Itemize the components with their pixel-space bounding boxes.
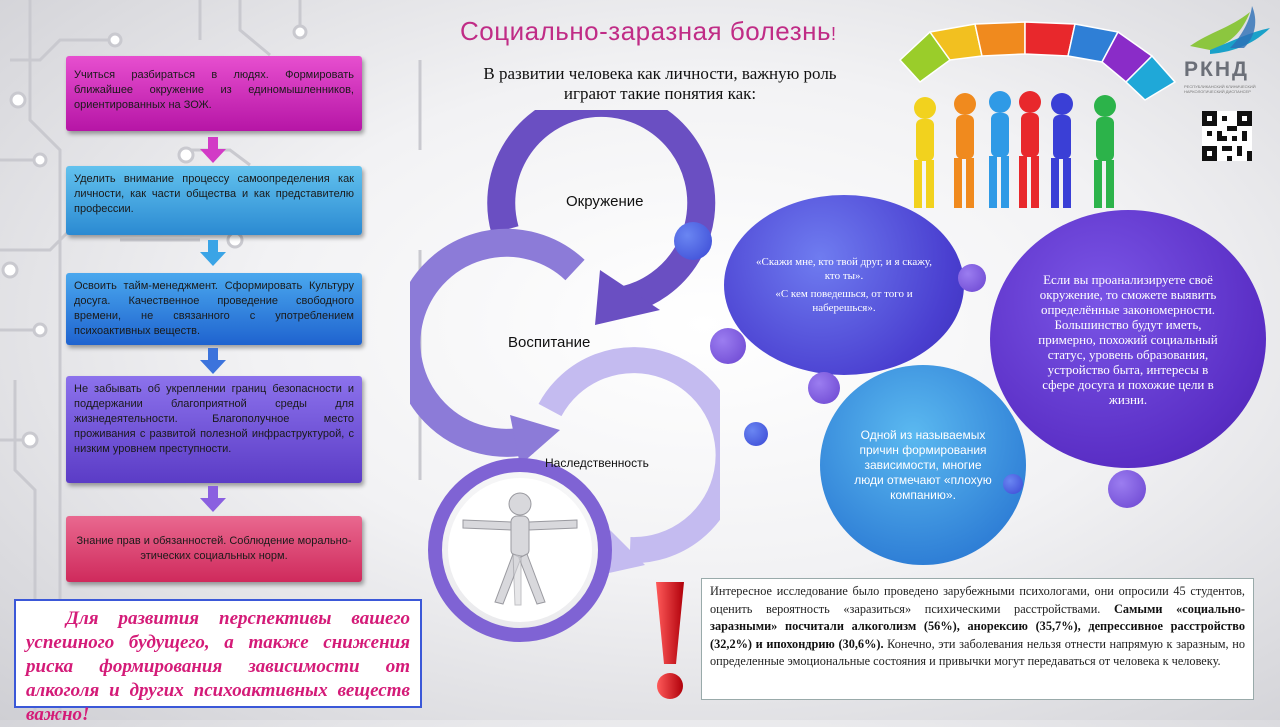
analysis-bubble: Если вы проанализируете своё окружение, …: [990, 210, 1266, 468]
down-arrow-icon: [200, 240, 226, 266]
down-arrow-icon: [200, 137, 226, 163]
quote-friend: «Скажи мне, кто твой друг, и я скажу, кт…: [756, 256, 932, 282]
vitruvian-person-icon: [462, 492, 578, 606]
decor-dot: [1003, 474, 1023, 494]
quote-bubble: «Скажи мне, кто твой друг, и я скажу, кт…: [724, 195, 964, 375]
step-5: Знание прав и обязанностей. Соблюдение м…: [66, 516, 362, 582]
quote-company: «С кем поведешься, от того и наберешься»…: [775, 288, 913, 314]
step-2: Уделить внимание процессу самоопределени…: [66, 166, 362, 235]
decor-dot: [674, 222, 712, 260]
step-4: Не забывать об укреплении границ безопас…: [66, 376, 362, 483]
decor-dot: [710, 328, 746, 364]
qr-code-icon: [1202, 111, 1252, 161]
decor-dot: [744, 422, 768, 446]
puzzle-people-icon: [898, 21, 1177, 208]
logo-text: РКНД: [1184, 58, 1249, 81]
cycle-label-environment: Окружение: [566, 193, 644, 210]
bird-logo-icon: [1190, 6, 1270, 54]
page-subtitle: В развитии человека как личности, важную…: [483, 64, 837, 103]
step-1: Учиться разбираться в людях. Формировать…: [66, 56, 362, 131]
cycle-label-upbringing: Воспитание: [508, 334, 591, 351]
down-arrow-icon: [200, 486, 226, 512]
page-title: Социально-заразная болезнь!: [460, 16, 837, 46]
bad-company-bubble: Одной из называемых причин формирования …: [820, 365, 1026, 565]
logo-subtext: РЕСПУБЛИКАНСКИЙ КЛИНИЧЕСКИЙ НАРКОЛОГИЧЕС…: [1184, 84, 1256, 94]
decor-dot: [1108, 470, 1146, 508]
bottom-note: Для развития перспективы вашего успешног…: [14, 599, 422, 725]
step-3: Освоить тайм-менеджмент. Сформировать Ку…: [66, 273, 362, 345]
cycle-label-heredity: Наследственность: [545, 456, 649, 470]
decor-dot: [808, 372, 840, 404]
down-arrow-icon: [200, 348, 226, 374]
research-info-box: Интересное исследование было проведено з…: [701, 578, 1254, 700]
decor-dot: [958, 264, 986, 292]
exclamation-icon: [656, 582, 684, 699]
